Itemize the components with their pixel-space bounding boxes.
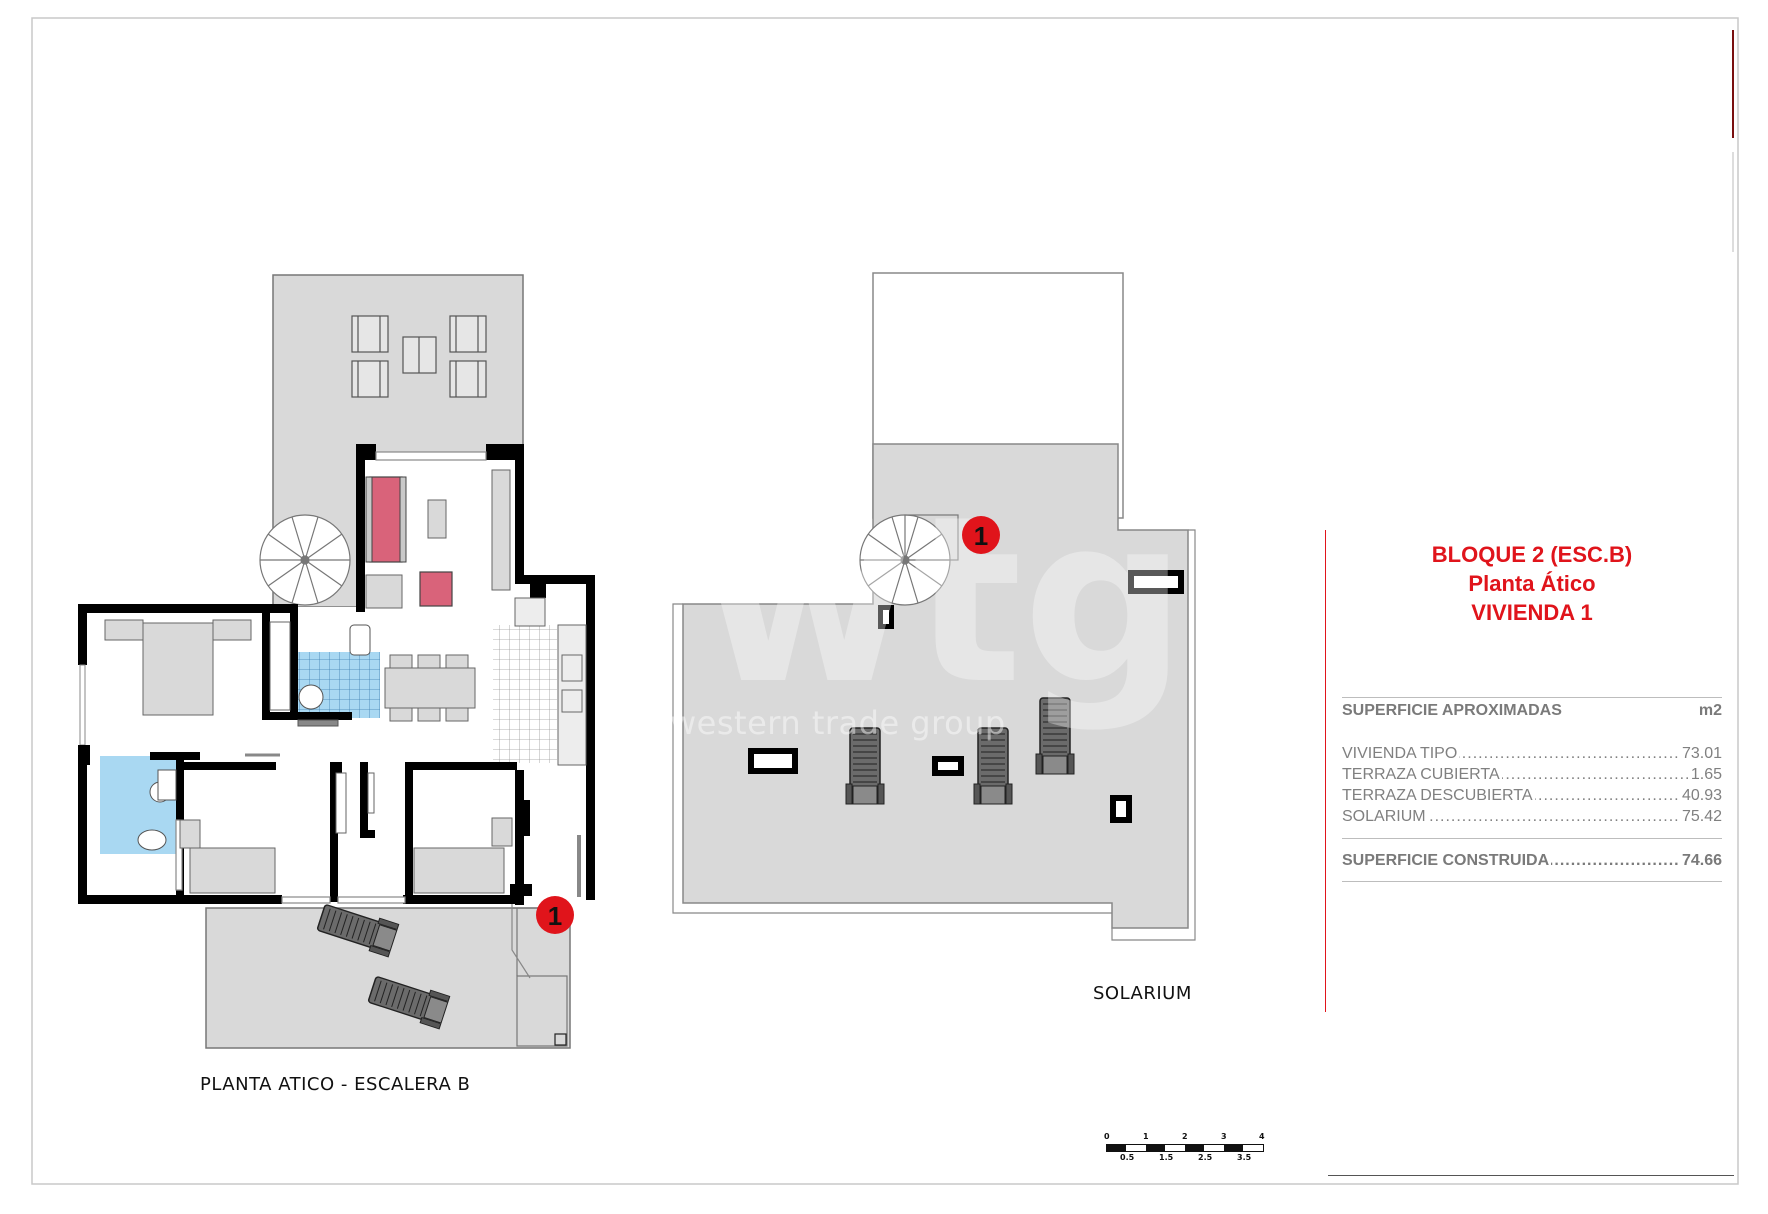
solarium-label: SOLARIUM <box>1093 983 1192 1004</box>
area-row: ........................................… <box>1342 745 1722 763</box>
scale-bar-fill <box>1106 1144 1264 1152</box>
rule-bottom <box>1342 881 1722 882</box>
footer-rule <box>1328 1175 1734 1176</box>
total-value: 74.66 <box>1679 852 1722 870</box>
total-label: SUPERFICIE CONSTRUIDA <box>1342 852 1552 869</box>
area-row-value: 1.65 <box>1688 766 1722 784</box>
scale-tick-minor: 3.5 <box>1237 1153 1252 1162</box>
area-row-value: 73.01 <box>1679 745 1722 763</box>
area-row-label: VIVIENDA TIPO <box>1342 745 1460 762</box>
scale-tick-major: 0 <box>1104 1132 1110 1141</box>
floor-title: Planta Ático <box>1468 571 1596 596</box>
watermark-text: western trade group <box>670 704 1006 742</box>
area-row-label: TERRAZA CUBIERTA <box>1342 766 1502 783</box>
area-row-value: 75.42 <box>1679 808 1722 826</box>
total-row: ........................................… <box>1342 852 1722 870</box>
area-row: ........................................… <box>1342 766 1722 784</box>
rule-middle <box>1342 838 1722 839</box>
unit-marker-floor: 1 <box>536 896 574 934</box>
unit-title: VIVIENDA 1 <box>1471 600 1593 625</box>
area-row-label: SOLARIUM <box>1342 808 1428 825</box>
area-row: ........................................… <box>1342 808 1722 826</box>
block-title: BLOQUE 2 (ESC.B) <box>1431 542 1633 567</box>
scale-tick-minor: 1.5 <box>1159 1153 1174 1162</box>
rule-top <box>1342 697 1722 698</box>
scale-tick-minor: 0.5 <box>1120 1153 1135 1162</box>
scale-tick-major: 3 <box>1221 1132 1227 1141</box>
area-row-value: 40.93 <box>1679 787 1722 805</box>
areas-header-unit: m2 <box>1698 702 1722 719</box>
area-row: ........................................… <box>1342 787 1722 805</box>
scale-tick-major: 2 <box>1182 1132 1188 1141</box>
scale-tick-major: 1 <box>1143 1132 1149 1141</box>
scale-tick-minor: 2.5 <box>1198 1153 1213 1162</box>
info-divider <box>1325 530 1326 1012</box>
watermark-logo: wtg <box>700 468 1187 735</box>
info-panel: BLOQUE 2 (ESC.B) Planta Ático VIVIENDA 1… <box>1342 540 1722 882</box>
floor-plan-label: PLANTA ATICO - ESCALERA B <box>200 1074 471 1095</box>
areas-header: SUPERFICIE APROXIMADAS m2 <box>1342 702 1722 720</box>
scale-tick-major: 4 <box>1259 1132 1265 1141</box>
unit-marker-roof: 1 <box>962 516 1000 554</box>
dot-leader: ........................................… <box>1342 808 1722 825</box>
area-row-label: TERRAZA DESCUBIERTA <box>1342 787 1535 804</box>
scale-bar: 0 1 2 3 4 0.5 1.5 2.5 3.5 <box>1104 1130 1268 1170</box>
unit-marker-floor-label: 1 <box>547 901 563 931</box>
unit-marker-roof-label: 1 <box>973 521 989 551</box>
areas-header-label: SUPERFICIE APROXIMADAS <box>1342 702 1562 719</box>
